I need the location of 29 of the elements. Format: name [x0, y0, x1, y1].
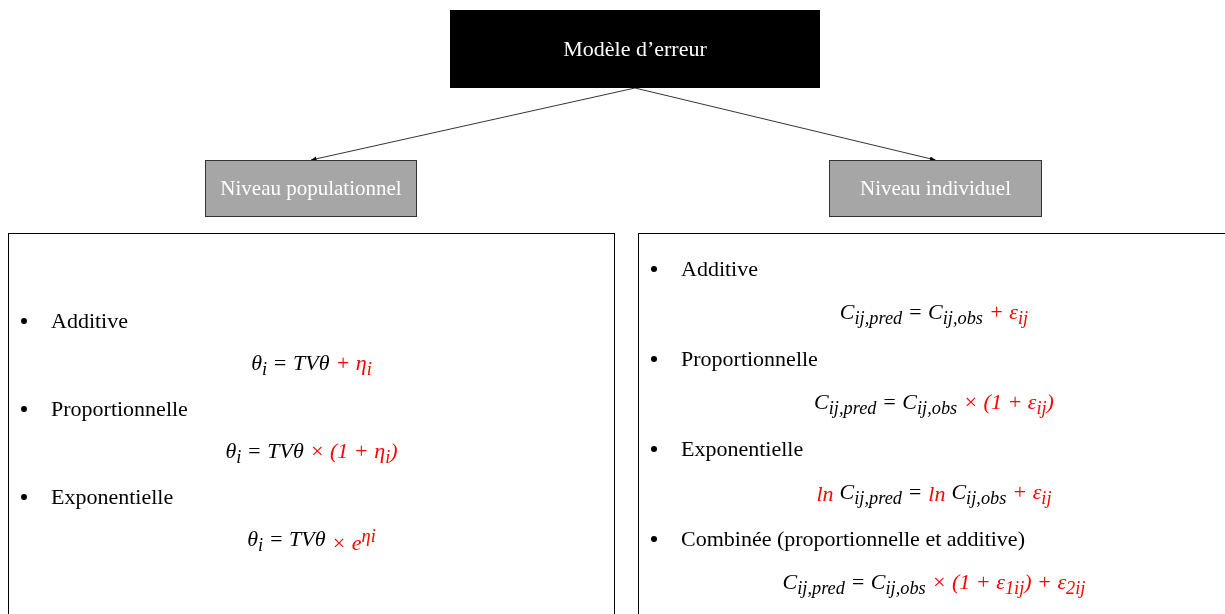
formula-term: × (1 + ε$_{1ij}$) + ε$_{2ij}$ — [931, 568, 1086, 600]
formula-term: C$_{ij,pred}$ = C$_{ij,obs}$ — [782, 568, 926, 600]
formula-term: C$_{ij,obs}$ — [951, 478, 1007, 510]
model-name: Additive — [51, 308, 128, 334]
formula-term: θ$_{i}$ = TVθ — [225, 437, 304, 469]
title-box: Modèle d’erreur — [450, 10, 820, 88]
formula-term: C$_{ij,pred}$ = C$_{ij,obs}$ — [839, 298, 983, 330]
model-panel — [8, 233, 615, 614]
level-box: Niveau individuel — [829, 160, 1042, 217]
formula-term: θ$_{i}$ = TVθ — [247, 525, 326, 557]
formula-term: × (1 + η$_{i}$) — [309, 437, 398, 469]
model-name: Exponentielle — [51, 484, 174, 510]
formula-term: C$_{ij,pred}$ = C$_{ij,obs}$ — [814, 388, 958, 420]
model-name: Proportionnelle — [51, 396, 188, 422]
level-box: Niveau populationnel — [205, 160, 417, 217]
formula-term: + η$_{i}$ — [335, 349, 372, 381]
formula-term: × (1 + ε$_{ij}$) — [963, 388, 1054, 420]
formula-term: × e$^{ηi}$ — [331, 525, 376, 557]
formula-term: + ε$_{ij}$ — [988, 298, 1029, 330]
model-name: Combinée (proportionnelle et additive) — [681, 526, 1025, 552]
formula-term: C$_{ij,pred}$ = — [839, 478, 923, 510]
formula-term: ln — [928, 481, 946, 507]
model-name: Proportionnelle — [681, 346, 818, 372]
model-name: Exponentielle — [681, 436, 804, 462]
model-name: Additive — [681, 256, 758, 282]
model-panel — [638, 233, 1225, 614]
formula-term: ln — [816, 481, 834, 507]
formula-term: + ε$_{ij}$ — [1012, 478, 1052, 510]
formula-term: θ$_{i}$ = TVθ — [251, 349, 330, 381]
